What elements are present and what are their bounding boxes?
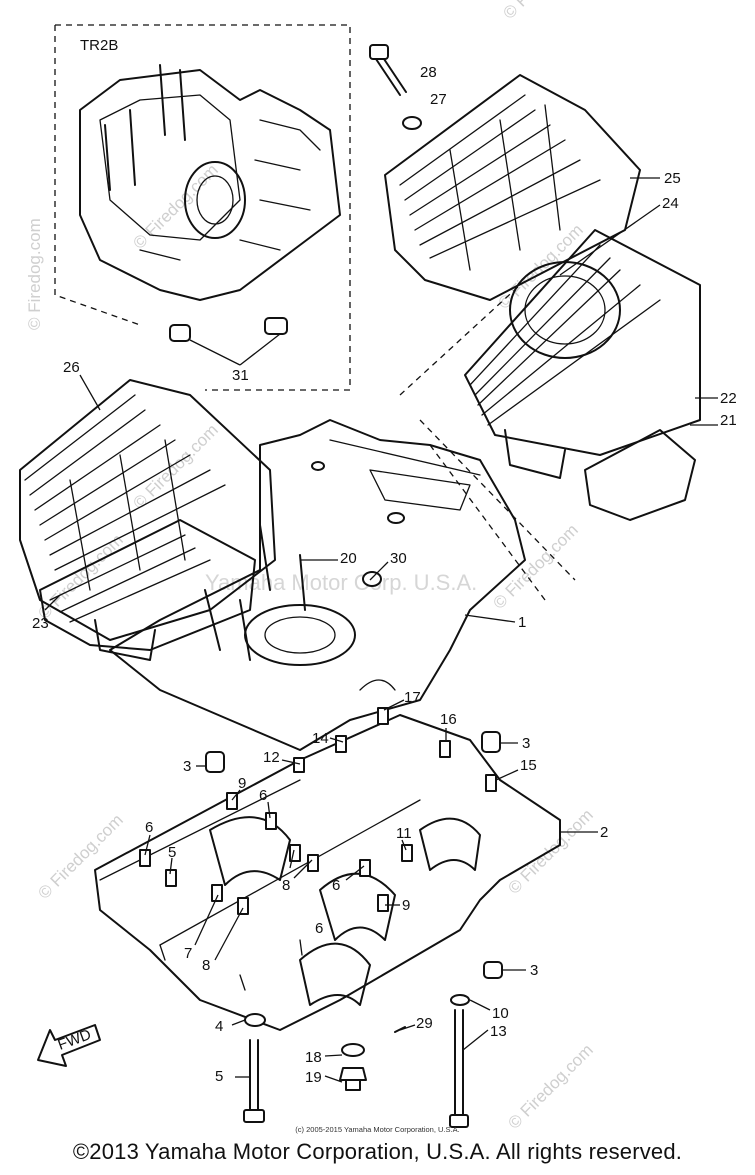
- part-label: 28: [420, 64, 437, 81]
- part-label: 6: [332, 877, 340, 894]
- part-label: 29: [416, 1015, 433, 1032]
- base-gasket-21: [584, 429, 696, 521]
- stud-icon: [359, 859, 371, 877]
- stud-icon: [377, 707, 389, 725]
- brand-watermark: © Firedog.com: [34, 810, 126, 902]
- part-label: 16: [440, 711, 457, 728]
- part-label: 12: [263, 749, 280, 766]
- part-label: 3: [183, 758, 191, 775]
- stud-icon: [293, 757, 305, 773]
- inset-tr2b: TR2B: [54, 24, 351, 391]
- stud-icon: [401, 844, 413, 862]
- part-label: 13: [490, 1023, 507, 1040]
- brand-watermark: © Firedog.com: [25, 218, 44, 330]
- part-label: 6: [315, 920, 323, 937]
- footer-small-copyright: (c) 2005-2015 Yamaha Motor Corporation, …: [295, 1125, 460, 1134]
- fwd-arrow: FWD: [37, 1024, 101, 1067]
- bushing-icon: [264, 317, 288, 335]
- stud-icon: [211, 884, 223, 902]
- brand-watermark: © Firedog.com: [504, 1040, 596, 1132]
- stud-icon: [139, 849, 151, 867]
- assembly-line: [399, 284, 576, 601]
- part-label: 3: [530, 962, 538, 979]
- footer-copyright: ©2013 Yamaha Motor Corporation, U.S.A. A…: [72, 1139, 683, 1164]
- part-label: 17: [404, 689, 421, 706]
- part-label: 15: [520, 757, 537, 774]
- part-label: 20: [340, 550, 357, 567]
- stud-icon: [226, 792, 238, 810]
- cylinder-head-left: [19, 379, 276, 641]
- lower-crankcase: [94, 714, 561, 1031]
- bushing-icon: [169, 324, 191, 342]
- part-label: 22: [720, 390, 737, 407]
- part-label: 9: [238, 775, 246, 792]
- part-label: 9: [402, 897, 410, 914]
- part-label: 7: [184, 945, 192, 962]
- stud-icon: [335, 735, 347, 753]
- stud-icon: [165, 869, 177, 887]
- part-label: 24: [662, 195, 679, 212]
- part-label: 30: [390, 550, 407, 567]
- stud-icon: [439, 740, 451, 758]
- part-label: 3: [522, 735, 530, 752]
- part-labels: 28 27 25 24 22 21 26 31 20 30 1 23 17 16…: [32, 64, 737, 1086]
- part-label: 19: [305, 1069, 322, 1086]
- bottom-hardware: [243, 994, 470, 1128]
- part-label: 6: [259, 787, 267, 804]
- part-label: 21: [720, 412, 737, 429]
- part-label: 10: [492, 1005, 509, 1022]
- inset-title: TR2B: [80, 37, 118, 54]
- upper-crankcase: [109, 419, 526, 751]
- part-label: 4: [215, 1018, 223, 1035]
- part-label: 23: [32, 615, 49, 632]
- part-label: 6: [145, 819, 153, 836]
- part-label: 5: [215, 1068, 223, 1085]
- cylinder-left: [39, 519, 256, 661]
- brand-watermark: © Firedog.com: [129, 420, 221, 512]
- head-bolt-28: [369, 44, 422, 130]
- leader-lines: [44, 177, 718, 1083]
- brand-watermark: © Firedog.com: [129, 160, 221, 252]
- brand-watermark: © Firedog.com: [34, 530, 126, 622]
- part-label: 1: [518, 614, 526, 631]
- brand-watermark: © Firedog.com: [499, 0, 591, 23]
- stud-icon: [289, 844, 301, 862]
- brand-watermark: © Firedog.com: [489, 520, 581, 612]
- cylinder-right: [464, 229, 701, 479]
- part-label: 25: [664, 170, 681, 187]
- part-label: 5: [168, 844, 176, 861]
- part-label: 8: [202, 957, 210, 974]
- part-label: 11: [396, 825, 412, 842]
- stud-icon: [377, 894, 389, 912]
- part-label: 14: [312, 730, 329, 747]
- stud-icon: [237, 897, 249, 915]
- part-label: 18: [305, 1049, 322, 1066]
- dowels: [205, 731, 503, 979]
- stud-icon: [485, 774, 497, 792]
- stud-icon: [307, 854, 319, 872]
- watermark-layer: © Firedog.com © Firedog.com © Firedog.co…: [25, 0, 597, 1133]
- part-label: 8: [282, 877, 290, 894]
- stud-icon: [265, 812, 277, 830]
- part-label: 2: [600, 824, 608, 841]
- part-label: 27: [430, 91, 447, 108]
- part-label: 26: [63, 359, 80, 376]
- part-label: 31: [232, 367, 249, 384]
